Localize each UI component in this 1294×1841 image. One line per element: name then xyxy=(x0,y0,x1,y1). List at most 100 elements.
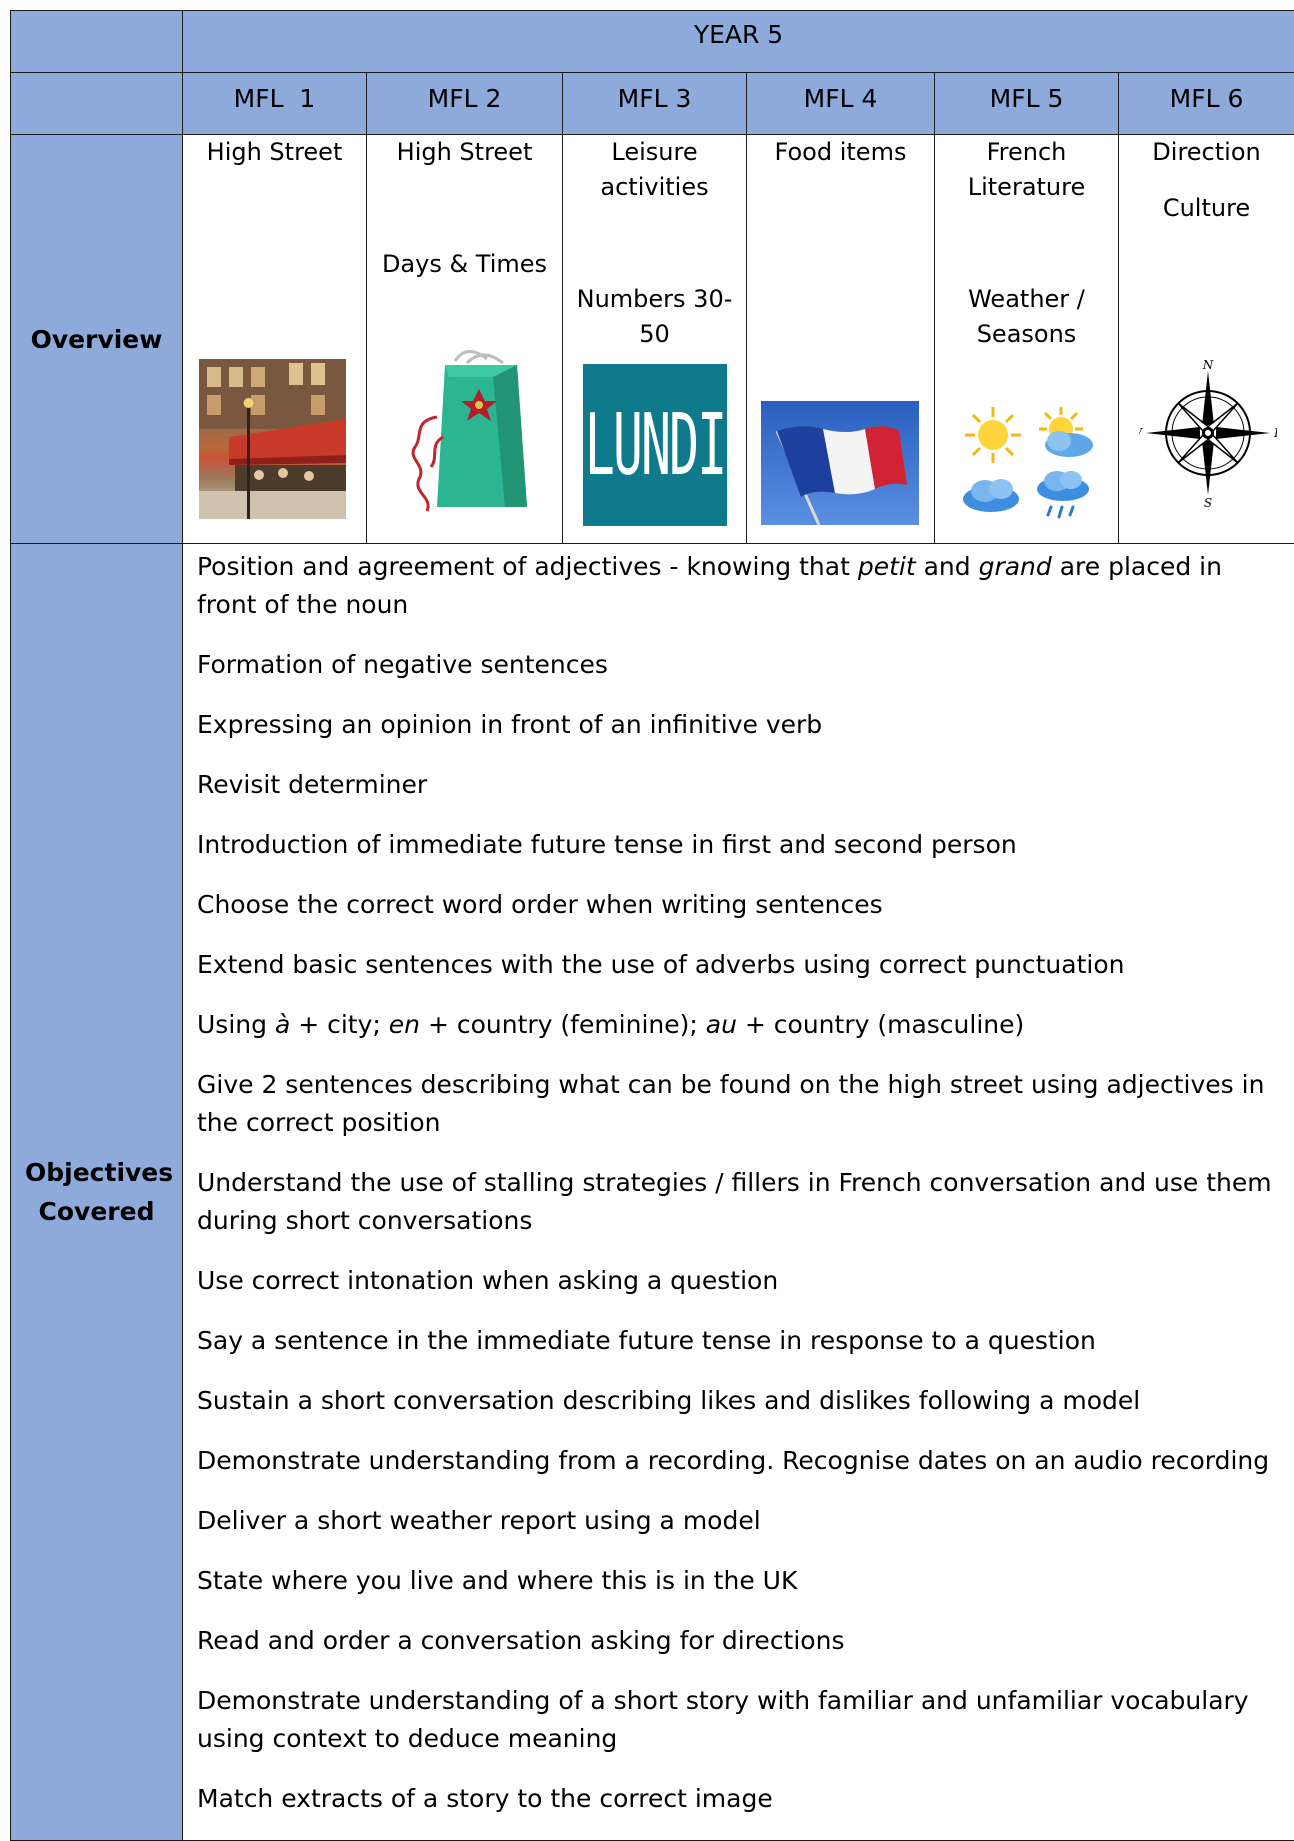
unit-header-cell: MFL 5 xyxy=(935,73,1119,135)
objective-text: State where you live and where this is i… xyxy=(197,1566,797,1595)
year-cell: YEAR 5 xyxy=(183,11,1294,73)
topic-label: Weather / Seasons xyxy=(939,282,1114,352)
objective-italic-term: petit xyxy=(858,552,916,581)
objective-item: Position and agreement of adjectives - k… xyxy=(197,548,1282,624)
unit-label: MFL 1 xyxy=(183,73,366,119)
year-row: YEAR 5 xyxy=(11,11,1294,73)
objective-text: Read and order a conversation asking for… xyxy=(197,1626,844,1655)
objective-text: Demonstrate understanding from a recordi… xyxy=(197,1446,1269,1475)
topic-label: Direction xyxy=(1123,135,1290,170)
unit-label: MFL 2 xyxy=(367,73,562,119)
objective-text: Sustain a short conversation describing … xyxy=(197,1386,1140,1415)
objective-text: Using xyxy=(197,1010,275,1039)
weather-icons xyxy=(961,403,1099,528)
topic-label: Days & Times xyxy=(371,247,558,282)
objective-text: Formation of negative sentences xyxy=(197,650,608,679)
objective-text: Use correct intonation when asking a que… xyxy=(197,1266,778,1295)
objective-item: Sustain a short conversation describing … xyxy=(197,1382,1282,1420)
overview-row: Overview High Street xyxy=(11,135,1294,544)
unit-header-row: MFL 1 MFL 2 MFL 3 MFL 4 MFL 5 MFL 6 xyxy=(11,73,1294,135)
objective-text: Position and agreement of adjectives - k… xyxy=(197,552,858,581)
curriculum-table: YEAR 5 MFL 1 MFL 2 MFL 3 MFL 4 MFL 5 MFL… xyxy=(10,10,1294,1841)
unit-header-cell: MFL 4 xyxy=(747,73,935,135)
objective-item: Extend basic sentences with the use of a… xyxy=(197,946,1282,984)
topic-label: High Street xyxy=(371,135,558,170)
objectives-list: Position and agreement of adjectives - k… xyxy=(197,548,1282,1818)
objective-text: Give 2 sentences describing what can be … xyxy=(197,1070,1264,1137)
objective-italic-term: au xyxy=(706,1010,737,1039)
objective-item: Using à + city; en + country (feminine);… xyxy=(197,1006,1282,1044)
compass-letter-w: W xyxy=(1139,426,1144,440)
street-cafe-photo xyxy=(199,359,346,519)
objective-item: State where you live and where this is i… xyxy=(197,1562,1282,1600)
objective-item: Deliver a short weather report using a m… xyxy=(197,1502,1282,1540)
objective-item: Demonstrate understanding of a short sto… xyxy=(197,1682,1282,1758)
lundi-tile: LUNDI xyxy=(583,364,727,526)
unit-label: MFL 4 xyxy=(747,73,934,119)
compass-letter-s: S xyxy=(1204,496,1212,509)
overview-cell-mfl4: Food items xyxy=(747,135,935,544)
objective-item: Match extracts of a story to the correct… xyxy=(197,1780,1282,1818)
overview-cell-mfl6: Direction Culture xyxy=(1119,135,1294,544)
unit-label: MFL 3 xyxy=(563,73,746,119)
overview-cell-mfl5: French Literature Weather / Seasons xyxy=(935,135,1119,544)
cloud-icon xyxy=(963,479,1019,512)
objective-text: and xyxy=(916,552,979,581)
objective-item: Choose the correct word order when writi… xyxy=(197,886,1282,924)
objectives-cell: Position and agreement of adjectives - k… xyxy=(183,544,1294,1841)
corner-cell xyxy=(11,11,183,73)
topic-label: Numbers 30-50 xyxy=(567,282,742,352)
objectives-label: Objectives Covered xyxy=(11,544,183,1841)
objective-text: Deliver a short weather report using a m… xyxy=(197,1506,761,1535)
objective-item: Demonstrate understanding from a recordi… xyxy=(197,1442,1282,1480)
objective-text: Extend basic sentences with the use of a… xyxy=(197,950,1124,979)
unit-header-cell: MFL 1 xyxy=(183,73,367,135)
objective-italic-term: à xyxy=(275,1010,290,1039)
overview-cell-mfl1: High Street xyxy=(183,135,367,544)
objective-text: + city; xyxy=(290,1010,389,1039)
sun-cloud-icon xyxy=(1039,407,1093,457)
unit-header-cell: MFL 3 xyxy=(563,73,747,135)
year-label: YEAR 5 xyxy=(183,11,1294,55)
objective-item: Formation of negative sentences xyxy=(197,646,1282,684)
overview-cell-mfl3: Leisure activities Numbers 30-50 LUNDI xyxy=(563,135,747,544)
unit-header-cell: MFL 6 xyxy=(1119,73,1294,135)
objective-item: Revisit determiner xyxy=(197,766,1282,804)
objective-item: Expressing an opinion in front of an inf… xyxy=(197,706,1282,744)
objective-item: Say a sentence in the immediate future t… xyxy=(197,1322,1282,1360)
objective-text: Expressing an opinion in front of an inf… xyxy=(197,710,822,739)
sun-icon xyxy=(965,407,1021,463)
topic-label: Leisure activities xyxy=(567,135,742,205)
lundi-tile-text: LUNDI xyxy=(585,396,726,495)
objective-text: Understand the use of stalling strategie… xyxy=(197,1168,1272,1235)
topic-label: Culture xyxy=(1123,191,1290,226)
compass-rose-icon: N E S W xyxy=(1139,359,1277,509)
objective-text: + country (masculine) xyxy=(737,1010,1024,1039)
page: YEAR 5 MFL 1 MFL 2 MFL 3 MFL 4 MFL 5 MFL… xyxy=(10,10,1294,1832)
corner-cell-2 xyxy=(11,73,183,135)
objective-text: Introduction of immediate future tense i… xyxy=(197,830,1017,859)
objective-item: Use correct intonation when asking a que… xyxy=(197,1262,1282,1300)
unit-header-cell: MFL 2 xyxy=(367,73,563,135)
objective-item: Read and order a conversation asking for… xyxy=(197,1622,1282,1660)
topic-label: Food items xyxy=(751,135,930,170)
overview-cell-mfl2: High Street Days & Times xyxy=(367,135,563,544)
objective-text: Match extracts of a story to the correct… xyxy=(197,1784,773,1813)
objective-italic-term: grand xyxy=(979,552,1052,581)
objective-text: + country (feminine); xyxy=(420,1010,706,1039)
objective-item: Give 2 sentences describing what can be … xyxy=(197,1066,1282,1142)
objective-text: Revisit determiner xyxy=(197,770,427,799)
compass-letter-e: E xyxy=(1273,426,1277,440)
french-flag-image xyxy=(761,401,919,525)
overview-label: Overview xyxy=(11,135,183,544)
unit-label: MFL 5 xyxy=(935,73,1118,119)
objective-italic-term: en xyxy=(389,1010,420,1039)
topic-label: French Literature xyxy=(939,135,1114,205)
objective-text: Say a sentence in the immediate future t… xyxy=(197,1326,1096,1355)
topic-label: High Street xyxy=(187,135,362,170)
gift-bag-image xyxy=(393,347,538,522)
objective-item: Understand the use of stalling strategie… xyxy=(197,1164,1282,1240)
objective-text: Demonstrate understanding of a short sto… xyxy=(197,1686,1249,1753)
rain-cloud-icon xyxy=(1037,471,1089,517)
unit-label: MFL 6 xyxy=(1119,73,1294,119)
